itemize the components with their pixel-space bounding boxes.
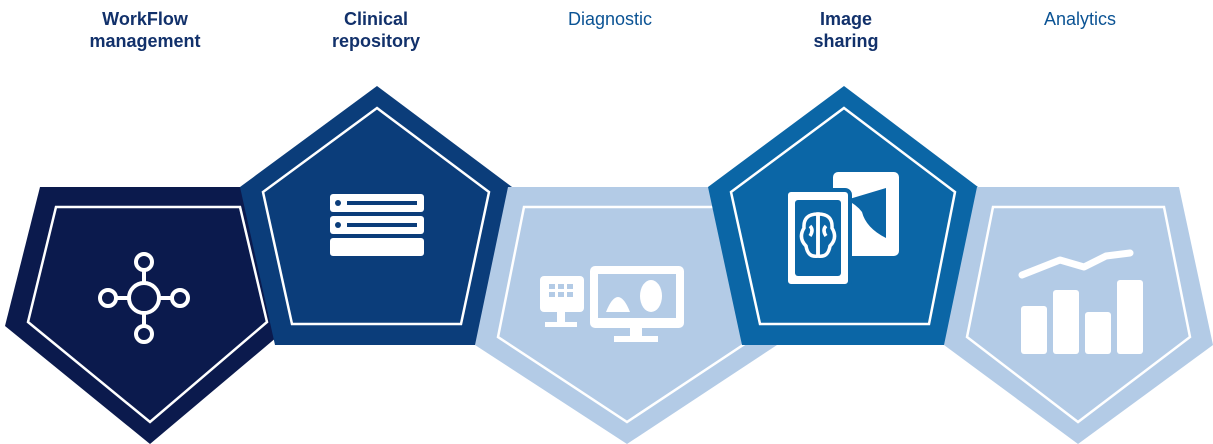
pentagon-diagnostic <box>475 187 777 444</box>
label-line: repository <box>331 31 421 51</box>
pentagon-image-sharing <box>708 86 978 345</box>
label-line: Clinical <box>343 9 409 29</box>
label-analytics: Analytics <box>980 8 1180 30</box>
label-line: Analytics <box>1043 9 1117 29</box>
label-clinical-repository: Clinical repository <box>276 8 476 52</box>
label-line: Diagnostic <box>567 9 653 29</box>
image-sharing-icon <box>784 172 899 288</box>
label-line: management <box>89 31 201 51</box>
label-line: Image <box>819 9 873 29</box>
label-image-sharing: Image sharing <box>746 8 946 52</box>
server-stack-icon <box>330 194 424 256</box>
bar-chart-trend-icon <box>1018 249 1143 354</box>
label-line: WorkFlow <box>102 9 188 29</box>
label-workflow-management: WorkFlow management <box>45 8 245 52</box>
pentagon-clinical-repository <box>240 86 512 345</box>
workstation-monitors-icon <box>540 266 684 342</box>
pentagon-workflow <box>5 187 290 444</box>
label-line: sharing <box>813 31 879 51</box>
network-hub-icon <box>98 252 190 344</box>
label-diagnostic: Diagnostic <box>510 8 710 30</box>
pentagon-analytics <box>944 187 1213 444</box>
